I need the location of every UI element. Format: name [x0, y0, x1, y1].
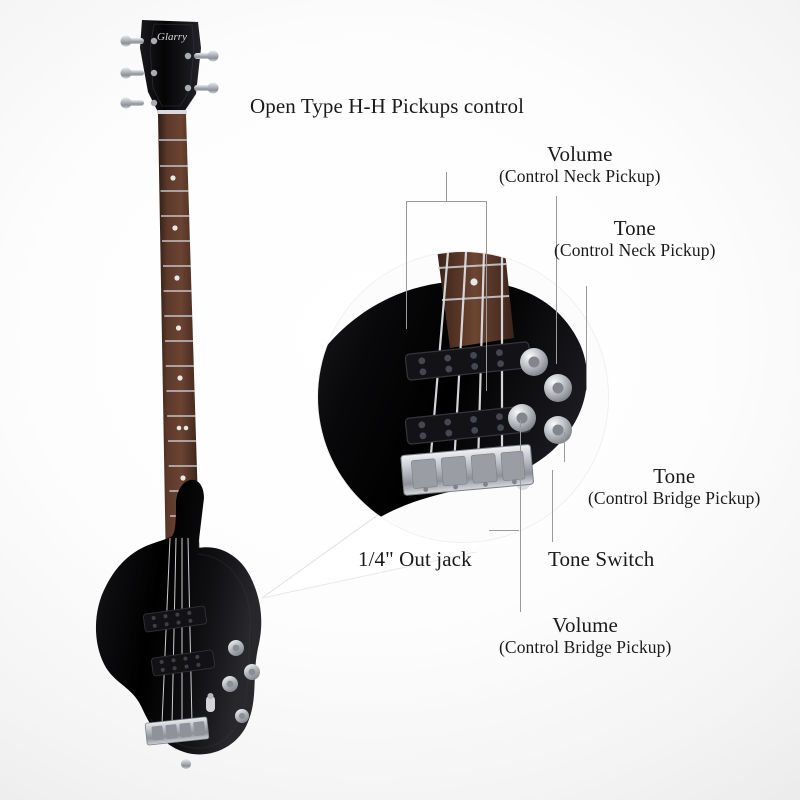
leader-pickups-stem: [446, 172, 447, 201]
callout-tone-bridge-title: Tone: [653, 464, 696, 488]
callout-tone-neck-sub: (Control Neck Pickup): [554, 240, 716, 261]
leader-tone-neck: [586, 286, 587, 390]
callout-out-jack: 1/4" Out jack: [358, 547, 472, 571]
callout-volume-neck: Volume (Control Neck Pickup): [499, 142, 661, 186]
callout-tone-neck-title: Tone: [613, 216, 656, 240]
knob-volume-neck: [520, 348, 548, 376]
knob-volume-bridge: [508, 404, 536, 432]
callout-tone-bridge: Tone (Control Bridge Pickup): [588, 464, 760, 508]
callout-volume-bridge-title: Volume: [552, 613, 618, 637]
leader-out-jack: [489, 530, 519, 531]
callout-tone-switch-title: Tone Switch: [548, 547, 655, 571]
callout-pickups: Open Type H-H Pickups control: [250, 94, 524, 118]
callout-volume-bridge-sub: (Control Bridge Pickup): [499, 637, 672, 658]
callout-volume-neck-sub: (Control Neck Pickup): [499, 166, 661, 187]
leader-pickups-horizontal: [406, 201, 486, 202]
leader-tone-switch: [552, 470, 553, 542]
callout-volume-bridge: Volume (Control Bridge Pickup): [499, 613, 671, 657]
leader-pickups-right: [486, 201, 487, 391]
knob-tone-neck: [544, 374, 572, 402]
callout-tone-neck: Tone (Control Neck Pickup): [554, 216, 716, 260]
callout-out-jack-title: 1/4" Out jack: [358, 547, 472, 571]
svg-text:Glarry: Glarry: [157, 31, 187, 43]
callout-tone-bridge-sub: (Control Bridge Pickup): [588, 488, 761, 509]
knob-tone-bridge: [544, 416, 572, 444]
page-title: Electric Bass Guitar Controls Diagram: [0, 21, 1, 22]
leader-volume-bridge: [520, 420, 521, 612]
bass-guitar-illustration: Glarry: [95, 20, 262, 769]
leader-tone-bridge: [564, 432, 565, 462]
callout-volume-neck-title: Volume: [546, 142, 613, 166]
callout-pickups-title: Open Type H-H Pickups control: [250, 94, 525, 118]
callout-tone-switch: Tone Switch: [548, 547, 654, 571]
magnified-control-area: [318, 252, 608, 542]
leader-pickups-left: [406, 201, 407, 329]
leader-volume-neck: [556, 196, 557, 364]
